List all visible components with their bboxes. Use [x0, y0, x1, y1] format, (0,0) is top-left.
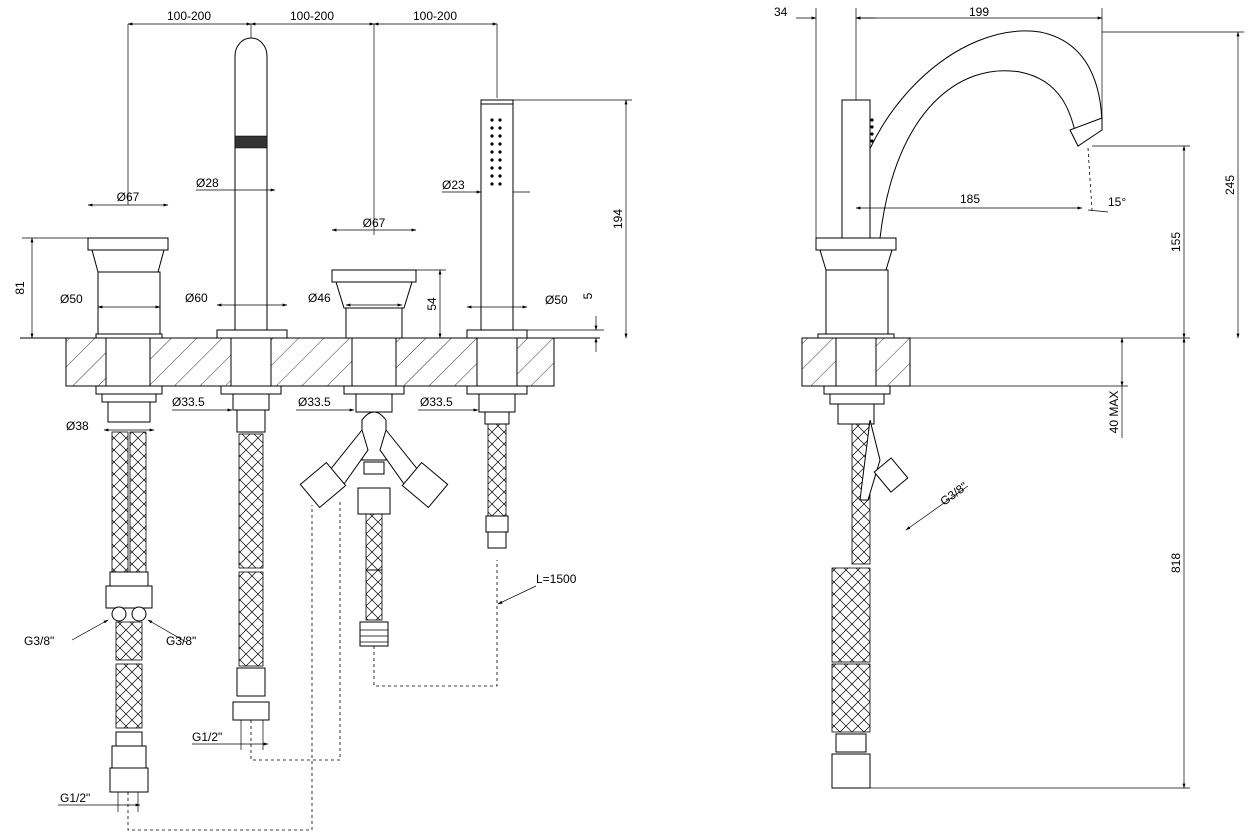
side-offset: 34	[774, 5, 788, 19]
shower-base-height: 5	[581, 292, 595, 299]
spout-shank-diameter: Ø33.5	[172, 395, 205, 409]
spacing-dimensions: 100-200 100-200 100-200	[127, 9, 498, 235]
shower-height: 194	[611, 209, 625, 229]
side-thread: G3/8"	[938, 479, 971, 508]
left-handle: Ø67 Ø50 81 Ø38 G3/8" G3/8" G1/2"	[13, 190, 313, 831]
shower-diameter: Ø23	[442, 178, 465, 192]
side-total-height: 245	[1223, 175, 1237, 195]
left-handle-height: 81	[13, 281, 27, 295]
side-hose-length: 818	[1169, 553, 1183, 573]
hose-length: L=1500	[536, 572, 577, 586]
left-thread-2: G3/8"	[166, 634, 196, 648]
spout-thread: G1/2"	[192, 730, 222, 744]
diverter: Ø67 Ø46 54 Ø33.5	[296, 216, 498, 687]
side-projection: 185	[960, 192, 980, 206]
spout-base-diameter: Ø60	[185, 291, 208, 305]
side-reach: 199	[969, 5, 989, 19]
shower-base-diameter: Ø50	[545, 293, 568, 307]
diverter-height: 54	[425, 297, 439, 311]
shower-shank-diameter: Ø33.5	[420, 395, 453, 409]
bottom-thread: G1/2"	[60, 791, 90, 805]
flange-diameter: Ø38	[66, 419, 89, 433]
side-angle: 15°	[1108, 195, 1126, 209]
shower-nozzles	[490, 118, 502, 186]
diverter-top-diameter: Ø67	[363, 216, 386, 230]
spout: Ø28 Ø60 Ø33.5 G1/2"	[172, 37, 341, 761]
left-handle-base-diameter: Ø50	[60, 292, 83, 306]
diverter-shank-diameter: Ø33.5	[298, 395, 331, 409]
spacing-label-2: 100-200	[290, 9, 334, 23]
side-deck-thickness: 40 MAX	[1107, 391, 1121, 434]
spacing-label-3: 100-200	[413, 9, 457, 23]
front-view: 100-200 100-200 100-200	[13, 9, 632, 831]
left-handle-top-diameter: Ø67	[117, 190, 140, 204]
spout-diameter: Ø28	[196, 176, 219, 190]
spacing-label-1: 100-200	[167, 9, 211, 23]
diverter-base-diameter: Ø46	[308, 291, 331, 305]
hand-shower: 194 Ø23 Ø50 5 Ø33.5 L=1500	[418, 99, 632, 605]
side-spout	[815, 30, 1103, 789]
left-thread-1: G3/8"	[24, 634, 54, 648]
side-view: 34 199 185 15° 245 155 40 MAX 818	[774, 5, 1244, 789]
side-spout-height: 155	[1169, 232, 1183, 252]
